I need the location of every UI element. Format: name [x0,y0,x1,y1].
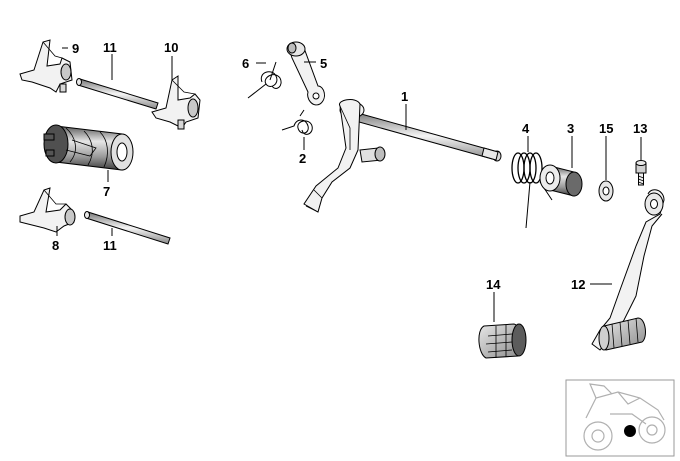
part-6-torsion-spring [247,61,282,99]
callout-15: 15 [599,121,613,136]
part-3-bushing [539,164,583,197]
part-14-footpeg-rubber [478,323,527,359]
part-2-return-spring [281,109,313,135]
part-11-fork-shaft-upper [76,78,159,110]
callout-labels: 9 11 10 6 5 1 4 3 15 13 2 7 8 11 12 14 [52,40,647,292]
callout-3: 3 [567,121,574,136]
part-12-gear-shift-lever [591,189,665,351]
callout-2: 2 [299,151,306,166]
part-15-washer [598,180,614,202]
callout-9: 9 [72,41,79,56]
part-7-shift-drum [43,124,134,171]
part-9-shift-fork [19,39,73,93]
callout-14: 14 [486,277,501,292]
part-13-bolt [635,160,647,186]
callout-11-upper: 11 [103,40,117,55]
callout-7: 7 [103,184,110,199]
callout-12: 12 [571,277,585,292]
callout-1: 1 [401,89,408,104]
leader-lines [56,47,642,322]
part-11-fork-shaft-lower [84,211,171,245]
part-5-selector-lever [286,41,325,106]
part-10-shift-fork [151,75,201,130]
part-8-shift-fork [19,187,76,233]
callout-10: 10 [164,40,178,55]
callout-11-lower: 11 [103,238,117,253]
location-dot-icon [624,425,636,437]
callout-4: 4 [522,121,530,136]
part-1-shift-shaft [303,99,502,213]
callout-6: 6 [242,56,249,71]
callout-13: 13 [633,121,647,136]
callout-8: 8 [52,238,59,253]
motorcycle-locator-inset [565,379,675,457]
callout-5: 5 [320,56,327,71]
motorcycle-locator-icon [583,383,666,451]
